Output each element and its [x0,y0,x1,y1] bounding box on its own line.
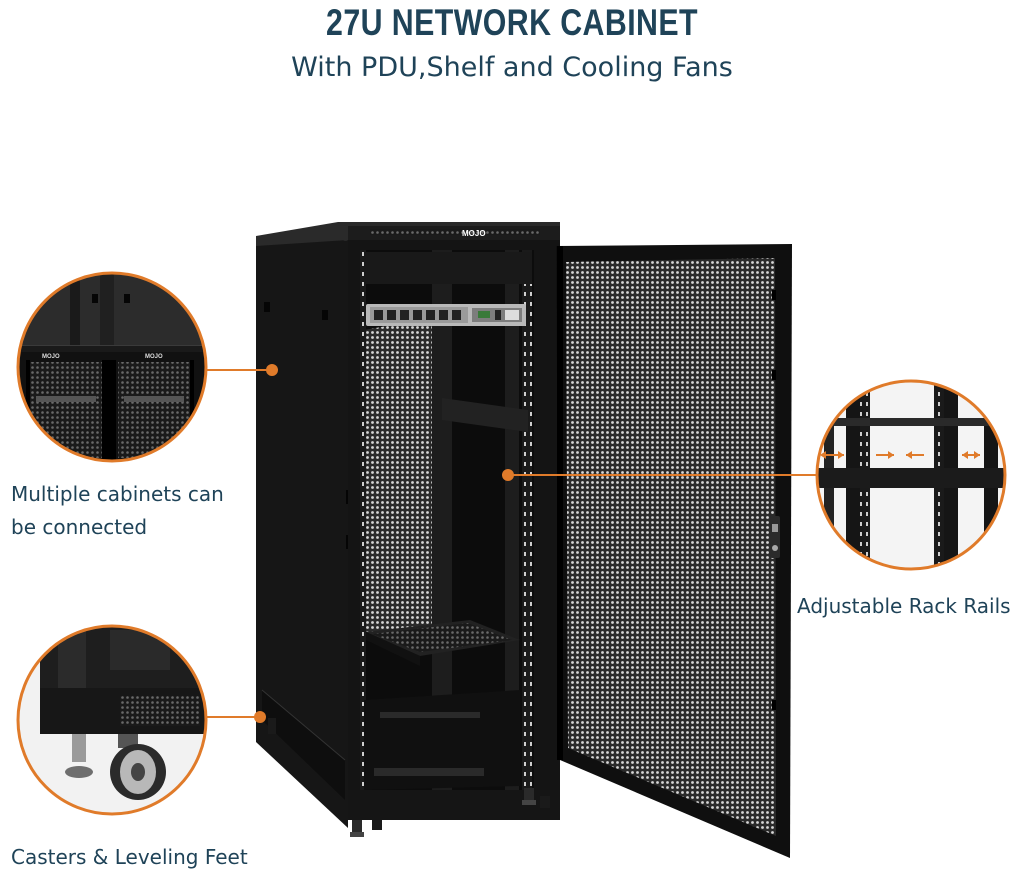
callout-multiple-cabinets: Multiple cabinets can be connected [11,478,224,544]
page-title: 27U NETWORK CABINET [326,2,698,43]
page-subtitle: With PDU,Shelf and Cooling Fans [291,52,733,83]
cabinet-shelf [366,620,520,666]
zoom-casters [16,624,208,816]
svg-text:MOJO: MOJO [145,354,163,360]
brand-logo: MOJO [462,229,486,238]
pdu-power-strip [366,304,526,326]
callout-line-1: Multiple cabinets can [11,482,224,506]
callout-connectors [206,364,817,723]
callout-rack-rails: Adjustable Rack Rails [797,594,1011,618]
svg-text:MOJO: MOJO [42,354,60,360]
callout-casters: Casters & Leveling Feet [11,845,248,869]
zoom-multiple-cabinets: MOJO MOJO [16,271,208,463]
network-cabinet: MOJO [256,222,560,837]
front-door [556,244,792,858]
callout-line-2: be connected [11,515,148,539]
zoom-rack-rails [815,379,1007,571]
